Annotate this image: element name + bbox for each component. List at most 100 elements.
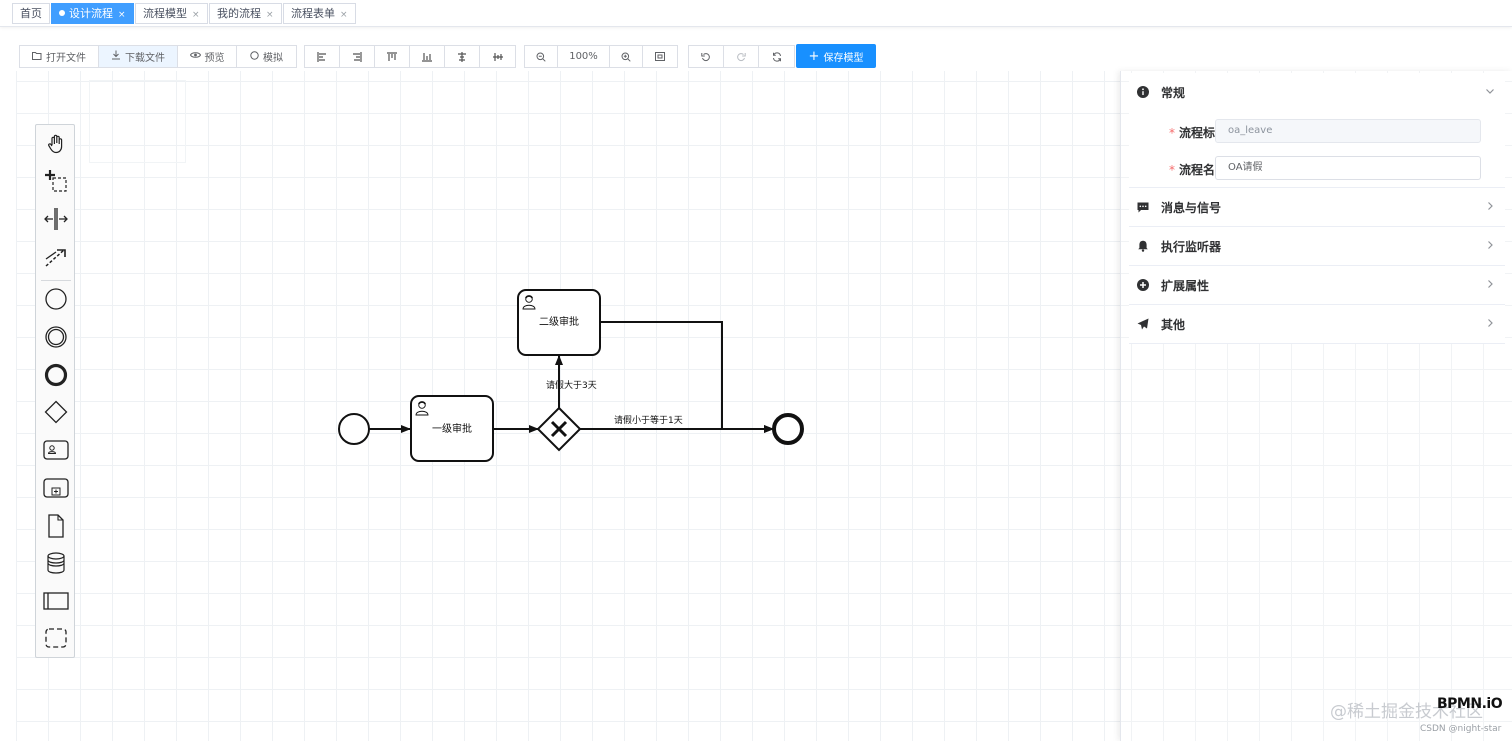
- info-icon: [1135, 86, 1151, 98]
- create-group[interactable]: [40, 622, 72, 654]
- close-icon[interactable]: ×: [266, 10, 274, 20]
- history-button-group: [688, 45, 795, 68]
- general-form: *流程标识 oa_leave *流程名称 OA请假: [1129, 111, 1505, 188]
- save-model-button[interactable]: +保存模型: [796, 44, 876, 68]
- process-id-label-text: 流程标识: [1178, 126, 1227, 140]
- align-middle-icon: [492, 52, 503, 61]
- ghost-overlay: [89, 80, 186, 163]
- section-general-header[interactable]: 常规: [1129, 73, 1505, 112]
- create-user-task[interactable]: [40, 434, 72, 466]
- create-gateway[interactable]: [40, 396, 72, 428]
- subprocess-icon: [43, 478, 69, 498]
- process-id-input[interactable]: oa_leave: [1215, 119, 1481, 143]
- tab-process-form[interactable]: 流程表单 ×: [283, 3, 356, 24]
- create-intermediate-event[interactable]: [40, 321, 72, 353]
- chevron-right-icon: [1485, 239, 1495, 253]
- pool-icon: [43, 592, 69, 610]
- undo-button[interactable]: [689, 46, 724, 67]
- bpmn-canvas[interactable]: [0, 71, 1120, 741]
- section-listeners-header[interactable]: 执行监听器: [1129, 227, 1505, 266]
- gateway-icon: [44, 400, 68, 424]
- process-name-input[interactable]: OA请假: [1215, 156, 1481, 180]
- lasso-icon: [45, 170, 67, 192]
- align-left-button[interactable]: [305, 46, 340, 67]
- group-icon: [45, 628, 67, 648]
- preview-button[interactable]: 预览: [178, 46, 237, 67]
- align-top-button[interactable]: [375, 46, 410, 67]
- align-bottom-icon: [422, 52, 432, 62]
- close-icon[interactable]: ×: [340, 10, 348, 20]
- fit-screen-icon: [655, 52, 665, 61]
- fit-viewport-button[interactable]: [643, 46, 677, 67]
- process-id-label: *流程标识: [1149, 124, 1227, 141]
- file-button-group: 打开文件 下载文件 预览 模拟: [19, 45, 297, 68]
- properties-panel: 常规 *流程标识 oa_leave *流程名称 OA请假 消息与信号 执行监听器…: [1120, 71, 1512, 741]
- create-start-event[interactable]: [40, 283, 72, 315]
- intermediate-event-icon: [45, 326, 67, 348]
- align-button-group: [304, 45, 516, 68]
- canvas-margin: [0, 71, 16, 741]
- close-icon[interactable]: ×: [192, 10, 200, 20]
- section-listeners-title: 执行监听器: [1161, 239, 1222, 254]
- align-right-button[interactable]: [340, 46, 375, 67]
- create-pool[interactable]: [40, 585, 72, 617]
- section-messages-header[interactable]: 消息与信号: [1129, 188, 1505, 227]
- active-dot-icon: [59, 10, 65, 16]
- create-subprocess[interactable]: [40, 472, 72, 504]
- palette-separator: [41, 280, 71, 281]
- section-other-title: 其他: [1161, 317, 1186, 332]
- zoom-level: 100%: [558, 46, 610, 67]
- hand-tool[interactable]: [40, 128, 72, 160]
- redo-button[interactable]: [724, 46, 759, 67]
- tool-palette: [35, 124, 75, 658]
- refresh-icon: [772, 51, 781, 62]
- create-end-event[interactable]: [40, 359, 72, 391]
- message-icon: [1135, 202, 1151, 213]
- tab-label: 流程模型: [143, 7, 187, 20]
- process-id-row: *流程标识 oa_leave: [1129, 119, 1505, 145]
- bell-icon: [1135, 240, 1151, 252]
- lasso-tool[interactable]: [40, 165, 72, 197]
- close-icon[interactable]: ×: [118, 10, 126, 20]
- align-bottom-button[interactable]: [410, 46, 445, 67]
- tab-label: 首页: [20, 7, 42, 20]
- save-model-label: 保存模型: [823, 52, 864, 64]
- tab-label: 流程表单: [291, 7, 335, 20]
- simulate-circle-icon: [250, 50, 259, 63]
- paper-plane-icon: [1135, 318, 1151, 330]
- tab-process-model[interactable]: 流程模型 ×: [135, 3, 208, 24]
- tab-home[interactable]: 首页: [12, 3, 50, 24]
- eye-icon: [189, 51, 201, 62]
- section-messages-title: 消息与信号: [1161, 200, 1222, 215]
- align-center-button[interactable]: [445, 46, 480, 67]
- required-mark: *: [1168, 126, 1175, 140]
- bpmn-io-logo[interactable]: BPMN.iO: [1437, 696, 1503, 712]
- zoom-button-group: 100%: [524, 45, 678, 68]
- process-name-label: *流程名称: [1149, 161, 1227, 178]
- global-connect-tool[interactable]: [40, 241, 72, 273]
- section-extensions-header[interactable]: 扩展属性: [1129, 266, 1505, 305]
- community-watermark: @稀土掘金技术社区: [1330, 702, 1483, 722]
- restart-button[interactable]: [759, 46, 794, 67]
- zoom-in-icon: [621, 52, 631, 62]
- tab-design-process[interactable]: 设计流程 ×: [51, 3, 134, 24]
- section-other-header[interactable]: 其他: [1129, 305, 1505, 344]
- space-tool[interactable]: [40, 203, 72, 235]
- zoom-out-button[interactable]: [525, 46, 558, 67]
- align-middle-button[interactable]: [480, 46, 515, 67]
- plus-icon: +: [808, 48, 820, 64]
- open-file-button[interactable]: 打开文件: [20, 46, 99, 67]
- create-data-object[interactable]: [40, 510, 72, 542]
- simulate-button[interactable]: 模拟: [237, 46, 296, 67]
- download-file-button[interactable]: 下载文件: [99, 46, 178, 67]
- tab-label: 设计流程: [69, 7, 113, 20]
- end-event-icon: [44, 363, 68, 387]
- credit-text: CSDN @night-star: [1420, 724, 1502, 734]
- user-task-icon: [43, 440, 69, 460]
- create-data-store[interactable]: [40, 547, 72, 579]
- connect-arrow-icon: [45, 249, 66, 267]
- zoom-in-button[interactable]: [610, 46, 643, 67]
- tab-my-process[interactable]: 我的流程×: [209, 3, 282, 24]
- simulate-label: 模拟: [263, 53, 283, 64]
- data-object-icon: [48, 514, 64, 538]
